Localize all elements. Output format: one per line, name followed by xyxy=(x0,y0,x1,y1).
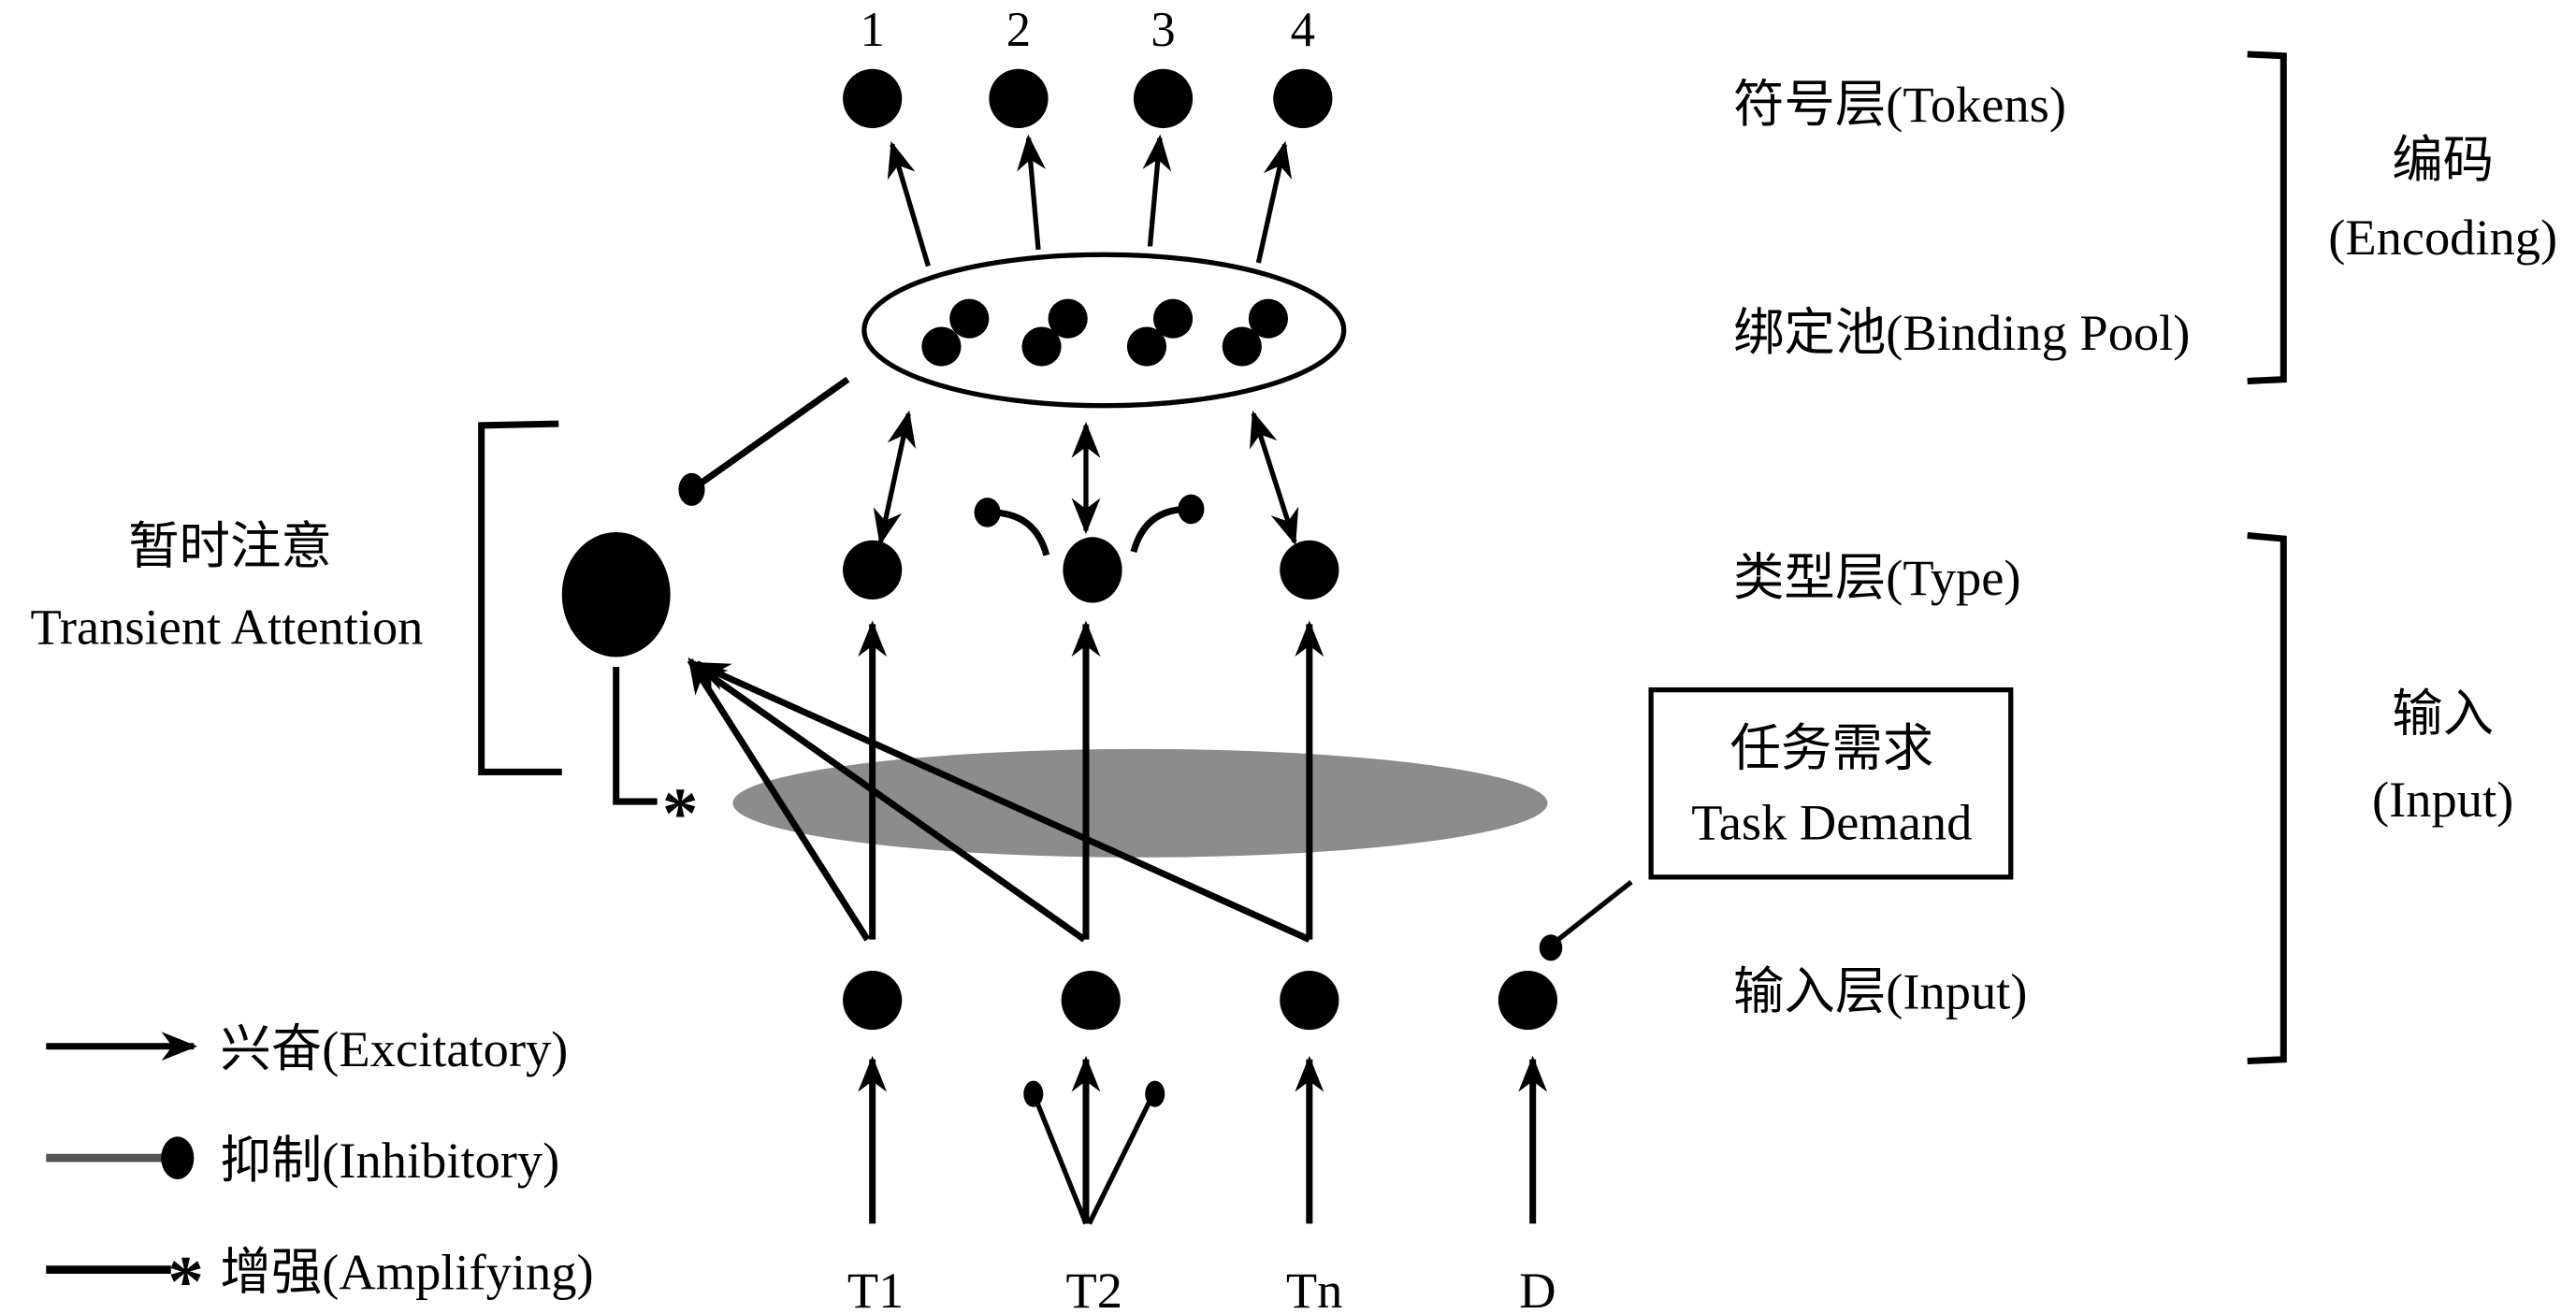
token-number-1: 1 xyxy=(860,3,884,57)
lateral-inhibition xyxy=(974,494,1205,556)
amplifying-star-icon: * xyxy=(167,1241,204,1314)
amplifying-connection xyxy=(613,667,658,805)
token-node xyxy=(1273,68,1333,128)
type-layer xyxy=(843,537,1339,603)
attention-label-cn: 暂时注意 xyxy=(128,517,332,574)
bidirectional-arrow xyxy=(873,410,917,546)
token-node xyxy=(1133,68,1194,128)
legend-label: 抑制(Inhibitory) xyxy=(220,1132,559,1189)
type-node xyxy=(843,540,903,600)
bound-pair xyxy=(1222,298,1288,367)
encoding-group-en: (Encoding) xyxy=(2328,209,2557,266)
input-node xyxy=(1061,970,1121,1031)
task-demand-box xyxy=(1648,686,2014,880)
attention-bracket xyxy=(478,420,562,775)
tokens-layer-label: 符号层(Tokens) xyxy=(1733,76,2066,133)
binding-pool-ellipse xyxy=(861,252,1347,409)
attention-node xyxy=(561,532,671,657)
token-layer xyxy=(843,68,1333,128)
task-demand-en: Task Demand xyxy=(1691,793,1972,850)
legend-label: 增强(Amplifying) xyxy=(220,1244,593,1301)
input-label-t2: T2 xyxy=(1066,1262,1122,1314)
type-node xyxy=(1063,537,1122,603)
t2-inhibition xyxy=(1023,1080,1165,1225)
token-node xyxy=(843,68,903,128)
input-to-type-arrows xyxy=(858,620,1324,940)
inhibitory-dot-icon xyxy=(161,1136,195,1179)
excitatory-arrow xyxy=(887,140,931,267)
bound-pair xyxy=(921,298,990,367)
excitatory-arrow xyxy=(1142,134,1172,247)
inhibitory-dot-icon xyxy=(1178,494,1205,525)
inhibitory-connection xyxy=(1552,880,1633,946)
input-label-d: D xyxy=(1519,1262,1556,1314)
pool-to-token-arrows xyxy=(887,134,1293,267)
attention-gate xyxy=(732,748,1548,858)
task-demand-cn: 任务需求 xyxy=(1729,719,1933,776)
input-to-attention-arrows xyxy=(687,657,1311,943)
input-layer xyxy=(843,970,1558,1031)
input-group-en: (Input) xyxy=(2372,771,2513,828)
input-label-tn: Tn xyxy=(1286,1262,1342,1314)
inhibitory-connection xyxy=(1033,1096,1089,1225)
bound-pair xyxy=(1126,298,1194,367)
input-bracket xyxy=(2247,532,2287,1065)
input-group-cn: 输入 xyxy=(2392,686,2494,743)
excitatory-arrow xyxy=(1017,134,1046,251)
legend-item-inhibitory: 抑制(Inhibitory) xyxy=(46,1132,559,1189)
input-node xyxy=(843,970,903,1031)
token-number-2: 2 xyxy=(1006,3,1031,57)
legend-item-excitatory: 兴奋(Excitatory) xyxy=(46,1020,568,1077)
inhibitory-dot-icon xyxy=(974,498,1001,527)
legend-item-amplifying: * 增强(Amplifying) xyxy=(46,1241,594,1314)
token-number-4: 4 xyxy=(1291,3,1315,57)
inhibitory-connection xyxy=(1087,1096,1154,1225)
inhibitory-dot-icon xyxy=(1145,1080,1165,1107)
binding-pool-label: 绑定池(Binding Pool) xyxy=(1733,304,2190,361)
bidirectional-arrow xyxy=(1250,410,1299,546)
input-node xyxy=(1280,970,1339,1031)
legend: 兴奋(Excitatory) 抑制(Inhibitory) * 增强(Ampli… xyxy=(46,1020,594,1314)
inhibitory-dot-icon xyxy=(678,472,705,506)
inhibitory-connection xyxy=(694,376,850,489)
encoding-bracket xyxy=(2247,51,2287,384)
pool-type-bidirectional-arrows xyxy=(873,410,1299,546)
input-layer-label: 输入层(Input) xyxy=(1733,962,2027,1019)
attention-label-en: Transient Attention xyxy=(31,598,424,655)
token-number-3: 3 xyxy=(1151,3,1175,57)
token-node xyxy=(989,68,1049,128)
amplifying-star-icon: * xyxy=(662,773,699,854)
stimulus-arrows xyxy=(858,1055,1548,1224)
encoding-group-cn: 编码 xyxy=(2392,132,2494,189)
legend-label: 兴奋(Excitatory) xyxy=(220,1020,568,1077)
input-label-t1: T1 xyxy=(847,1262,904,1314)
type-layer-label: 类型层(Type) xyxy=(1733,549,2021,606)
excitatory-arrow xyxy=(690,660,1087,943)
excitatory-arrow xyxy=(1255,140,1293,264)
inhibitory-dot-icon xyxy=(1539,934,1563,961)
binding-pool-pairs xyxy=(921,298,1288,367)
bound-pair xyxy=(1021,298,1088,367)
excitatory-arrow xyxy=(687,657,871,942)
excitatory-arrow xyxy=(693,660,1311,943)
type-node xyxy=(1280,540,1339,600)
input-node xyxy=(1498,970,1558,1031)
inhibitory-dot-icon xyxy=(1023,1080,1044,1107)
